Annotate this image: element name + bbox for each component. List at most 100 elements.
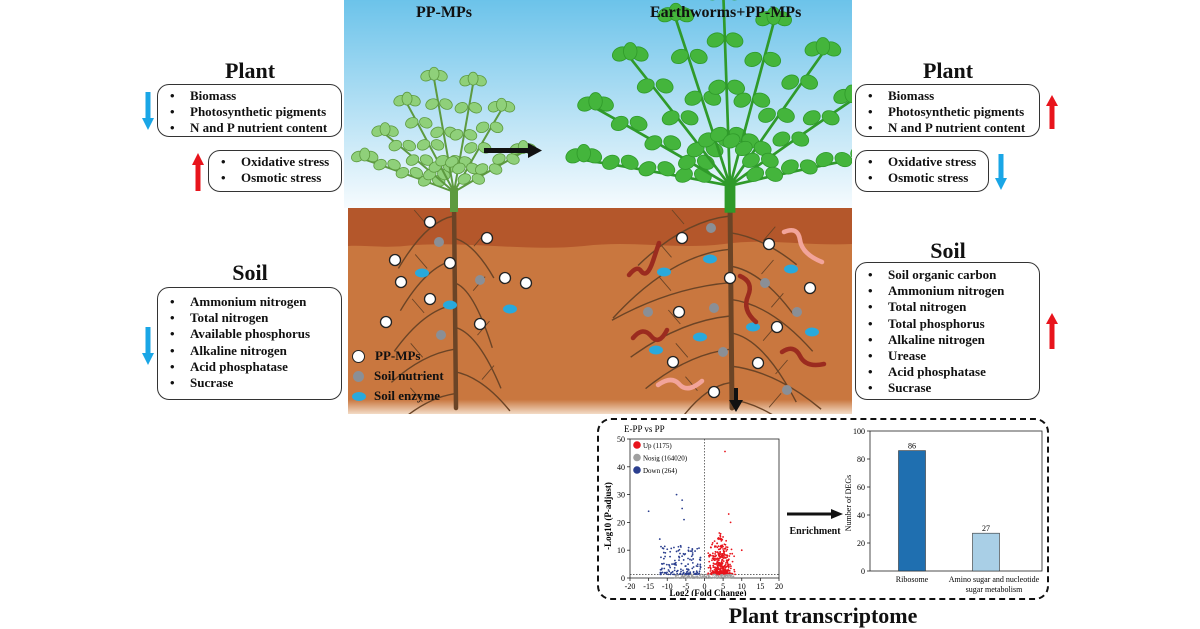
list-item: Soil organic carbon <box>866 267 1029 283</box>
volcano-point <box>713 555 716 558</box>
plant-branch <box>629 57 732 187</box>
volcano-point <box>730 565 732 568</box>
volcano-point <box>687 549 690 552</box>
volcano-point <box>709 568 712 570</box>
volcano-point <box>698 558 701 561</box>
down-arrow-icon <box>995 154 1007 190</box>
soil-enzyme-particle <box>649 345 663 355</box>
volcano-point <box>724 548 726 550</box>
volcano-point <box>674 563 676 566</box>
root-hair <box>667 309 681 325</box>
volcano-point <box>729 567 732 570</box>
root-hair <box>411 298 425 314</box>
soil-enzyme-particle <box>657 267 671 277</box>
x-category-label: sugar metabolism <box>966 585 1023 594</box>
volcano-point <box>688 572 691 575</box>
earthworm-icon <box>781 228 825 265</box>
volcano-point <box>660 573 662 576</box>
volcano-point <box>689 550 692 553</box>
down-arrow-icon <box>142 327 154 365</box>
volcano-point <box>717 545 720 548</box>
leaf <box>638 161 657 177</box>
pp-mp-particle <box>803 281 817 295</box>
leaf <box>766 6 781 26</box>
volcano-point <box>727 559 730 562</box>
earthworm-icon <box>655 377 705 391</box>
leaf <box>733 92 752 108</box>
leaf <box>708 79 727 95</box>
volcano-point <box>697 576 700 579</box>
volcano-point <box>685 573 688 576</box>
y-tick-label: 40 <box>857 511 865 520</box>
earthworm-icon <box>779 346 827 368</box>
volcano-point <box>727 576 730 579</box>
volcano-point <box>727 566 730 569</box>
right-soil-list: Soil organic carbonAmmonium nitrogenTota… <box>866 267 1029 397</box>
volcano-point <box>682 575 685 578</box>
leaf <box>629 115 648 131</box>
volcano-point <box>708 560 711 563</box>
volcano-point <box>664 555 666 558</box>
leaf <box>706 32 725 48</box>
volcano-point <box>663 567 666 570</box>
list-item: N and P nutrient content <box>168 120 331 136</box>
list-item: Ammonium nitrogen <box>168 294 331 310</box>
volcano-point <box>721 562 724 565</box>
volcano-point <box>678 556 681 559</box>
volcano-point <box>716 560 719 562</box>
bar-frame <box>869 430 1043 572</box>
list-item: Total phosphorus <box>866 316 1029 332</box>
volcano-point <box>712 571 714 573</box>
volcano-point <box>712 564 715 567</box>
volcano-point <box>661 567 663 570</box>
volcano-point <box>730 548 733 551</box>
y-tick-label: 40 <box>617 463 625 472</box>
y-tick-label: 100 <box>853 427 865 436</box>
plant-branch <box>728 22 775 187</box>
volcano-point <box>661 571 664 574</box>
root-branch <box>684 381 731 414</box>
leaf <box>623 42 638 61</box>
earthworm-icon <box>737 273 759 325</box>
plant-branch <box>364 158 455 193</box>
volcano-point <box>719 571 722 573</box>
volcano-point <box>723 552 726 555</box>
volcano-xlabel: Log2 (Fold Change) <box>669 588 746 596</box>
treatment-arrow-icon <box>484 143 542 158</box>
list-item: Photosynthetic pigments <box>866 104 1029 120</box>
root-hair <box>761 259 774 275</box>
volcano-point <box>690 573 693 576</box>
volcano-point <box>647 510 650 513</box>
list-item: Oxidative stress <box>219 154 331 170</box>
leaf <box>379 122 391 137</box>
leaf <box>850 144 852 160</box>
volcano-point <box>678 559 680 562</box>
soil-enzyme-particle <box>443 300 457 310</box>
volcano-point <box>663 545 666 548</box>
volcano-point <box>669 555 671 558</box>
leaf <box>802 110 821 126</box>
volcano-point <box>726 548 729 551</box>
up-arrow-icon <box>1046 313 1058 349</box>
volcano-point <box>687 557 689 560</box>
bar-data-label: 27 <box>982 524 990 533</box>
volcano-point <box>690 559 693 562</box>
x-tick-label: -20 <box>625 582 636 591</box>
volcano-point <box>684 553 687 555</box>
volcano-point <box>716 551 719 553</box>
volcano-point <box>722 570 725 573</box>
soil-enzyme-particle <box>693 332 707 342</box>
volcano-point <box>708 576 711 578</box>
volcano-point <box>733 568 736 571</box>
volcano-point <box>666 548 669 551</box>
root-branch <box>729 365 822 410</box>
x-tick-label: 0 <box>703 582 707 591</box>
list-item: Sucrase <box>866 380 1029 396</box>
list-item: Ammonium nitrogen <box>866 283 1029 299</box>
volcano-point <box>662 551 665 554</box>
left-soil-list: Ammonium nitrogenTotal nitrogenAvailable… <box>168 294 331 391</box>
volcano-point <box>729 552 732 555</box>
volcano-point <box>724 556 727 559</box>
volcano-point <box>699 568 702 570</box>
volcano-point <box>688 575 691 578</box>
